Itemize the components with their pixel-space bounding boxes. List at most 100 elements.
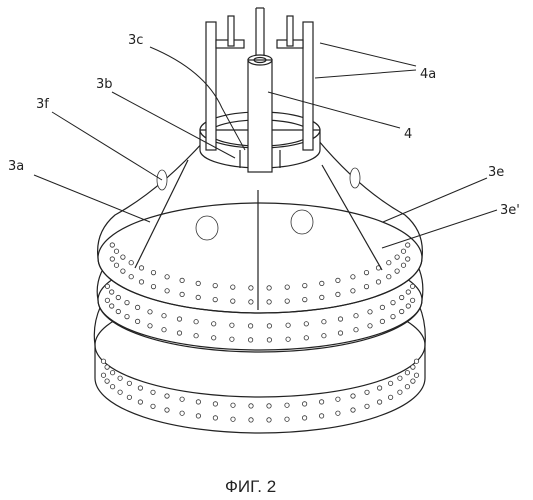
perforation-hole bbox=[410, 378, 416, 384]
perforation-hole bbox=[404, 384, 410, 390]
perforation-hole bbox=[376, 399, 383, 405]
perforation-hole bbox=[284, 298, 290, 304]
perforation-hole bbox=[409, 283, 416, 289]
perforation-hole bbox=[266, 337, 272, 343]
perforation-hole bbox=[404, 370, 410, 376]
perforation-hole bbox=[399, 308, 405, 315]
perforation-hole bbox=[211, 335, 217, 341]
perforation-hole bbox=[147, 323, 153, 329]
perforation-hole bbox=[386, 274, 392, 280]
perforation-hole bbox=[363, 269, 370, 276]
perforation-hole bbox=[128, 260, 134, 266]
perforation-hole bbox=[387, 380, 394, 386]
perforation-hole bbox=[135, 304, 141, 310]
perforation-hole bbox=[193, 333, 199, 339]
perforation-hole bbox=[266, 285, 272, 291]
perforation-hole bbox=[164, 393, 170, 399]
perforation-hole bbox=[230, 298, 236, 304]
perforation-hole bbox=[104, 283, 111, 289]
perforation-hole bbox=[266, 323, 272, 329]
perforation-hole bbox=[229, 322, 235, 328]
perforation-hole bbox=[386, 260, 392, 266]
leader-4a-1 bbox=[319, 42, 417, 67]
perforation-hole bbox=[230, 416, 236, 422]
perforation-hole bbox=[248, 403, 254, 409]
perforation-hole bbox=[394, 254, 400, 260]
perforation-hole bbox=[230, 402, 236, 408]
perforation-hole bbox=[161, 327, 167, 333]
top-cone-perforations bbox=[109, 242, 411, 305]
perforation-hole bbox=[303, 321, 309, 327]
leader-3c bbox=[149, 46, 246, 151]
perforation-hole bbox=[104, 364, 110, 370]
perforation-hole bbox=[350, 274, 356, 280]
label-3e-prime: 3e' bbox=[500, 203, 520, 218]
perforation-hole bbox=[405, 242, 411, 248]
perforation-hole bbox=[126, 394, 132, 400]
perforation-hole bbox=[212, 415, 218, 421]
perforation-hole bbox=[110, 370, 116, 376]
leader-3e-prime bbox=[381, 209, 498, 249]
perforation-hole bbox=[302, 282, 308, 289]
perforation-hole bbox=[335, 396, 341, 402]
perforation-hole bbox=[109, 303, 115, 309]
perforation-hole bbox=[337, 316, 344, 322]
perforation-hole bbox=[337, 330, 344, 336]
central-support bbox=[205, 7, 314, 173]
perforation-hole bbox=[195, 280, 201, 286]
label-3f: 3f bbox=[36, 97, 49, 112]
perforation-hole bbox=[110, 384, 116, 390]
perforation-hole bbox=[353, 313, 359, 319]
perforation-hole bbox=[335, 410, 341, 416]
reference-labels: 3c 3b 3f 3a 4a 4 3e 3e' bbox=[8, 33, 520, 218]
perforation-hole bbox=[375, 279, 382, 285]
perforation-hole bbox=[266, 403, 272, 409]
leader-3b bbox=[111, 91, 236, 159]
perforation-hole bbox=[109, 242, 115, 248]
perforation-hole bbox=[193, 319, 199, 325]
perforation-hole bbox=[137, 399, 143, 405]
perforation-hole bbox=[321, 319, 327, 325]
perforation-hole bbox=[284, 402, 290, 408]
perforation-hole bbox=[400, 248, 407, 254]
perforation-hole bbox=[379, 318, 385, 324]
perforation-hole bbox=[284, 416, 290, 422]
perforation-hole bbox=[150, 283, 157, 290]
label-3a: 3a bbox=[8, 159, 24, 174]
perforation-hole bbox=[397, 389, 403, 395]
perforation-hole bbox=[195, 413, 201, 419]
perforation-hole bbox=[109, 289, 115, 295]
perforation-hole bbox=[409, 297, 416, 303]
perforation-hole bbox=[100, 372, 107, 378]
perforation-hole bbox=[126, 380, 132, 386]
perforation-hole bbox=[150, 403, 156, 409]
perforation-hole bbox=[387, 394, 394, 400]
perforation-hole bbox=[353, 327, 359, 333]
perforation-hole bbox=[379, 304, 385, 310]
perforation-hole bbox=[319, 280, 325, 286]
leader-3f bbox=[51, 111, 163, 181]
perforation-hole bbox=[230, 284, 236, 290]
perforation-hole bbox=[248, 417, 254, 423]
perforation-hole bbox=[135, 318, 141, 324]
perforation-hole bbox=[405, 256, 411, 262]
perforation-hole bbox=[413, 372, 420, 378]
perforation-hole bbox=[176, 330, 183, 336]
perforation-hole bbox=[364, 403, 370, 409]
perforation-hole bbox=[229, 336, 235, 342]
perforation-hole bbox=[117, 389, 123, 395]
perforation-hole bbox=[302, 296, 308, 303]
label-3b: 3b bbox=[96, 77, 113, 92]
opening bbox=[349, 167, 361, 189]
perforation-hole bbox=[285, 336, 291, 342]
perforation-hole bbox=[350, 288, 356, 294]
label-3e: 3e bbox=[488, 165, 504, 180]
perforation-hole bbox=[211, 321, 217, 327]
leader-4 bbox=[267, 91, 401, 129]
perforation-hole bbox=[212, 282, 218, 289]
perforation-hole bbox=[124, 313, 130, 320]
perforation-hole bbox=[248, 299, 254, 305]
perforation-hole bbox=[117, 375, 123, 381]
top-cone bbox=[97, 139, 423, 314]
